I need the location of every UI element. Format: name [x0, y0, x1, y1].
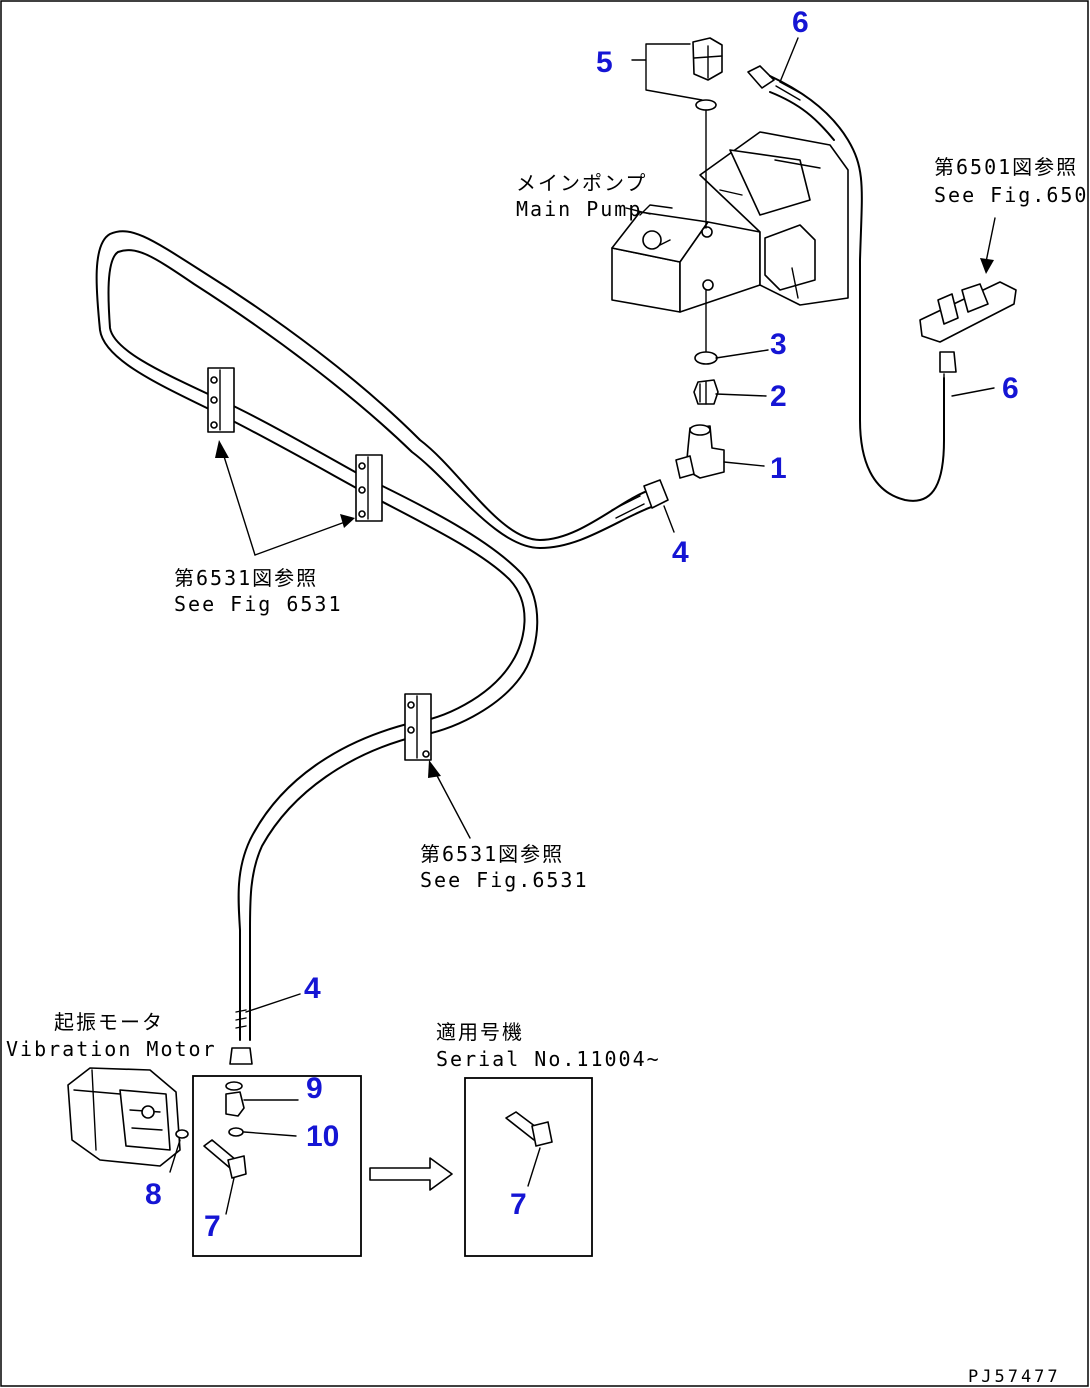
label-see-fig-6501-jp: 第6501図参照 — [934, 155, 1078, 179]
leader-8 — [169, 1139, 181, 1173]
detail-box-before — [192, 1075, 362, 1257]
callout-4-top: 4 — [672, 536, 689, 569]
callout-7-right: 7 — [510, 1188, 527, 1221]
vibration-motor-drawing — [67, 1067, 189, 1167]
leader-5 — [631, 43, 703, 101]
leader-3 — [715, 349, 769, 359]
hose-lower-end — [229, 1009, 253, 1065]
leader-7-left — [225, 1177, 235, 1215]
callout-6-right: 6 — [1002, 372, 1019, 405]
arrow-to-6501 — [985, 217, 996, 263]
part-9-fitting — [225, 1081, 245, 1117]
callout-2: 2 — [770, 380, 787, 413]
label-see-fig-6501-en: See Fig.6501 — [934, 183, 1090, 207]
callout-9: 9 — [306, 1072, 323, 1105]
leader-7-right — [527, 1147, 541, 1187]
callout-1: 1 — [770, 452, 787, 485]
leader-6-top — [779, 37, 799, 83]
part-7-fitting-after — [505, 1111, 553, 1147]
main-pump-drawing — [611, 131, 849, 313]
leader-4-top — [663, 505, 675, 533]
part-1-elbow — [675, 424, 725, 479]
hose-4-route — [95, 230, 669, 1041]
drawing-code: PJ57477 — [968, 1367, 1061, 1387]
leader-10 — [243, 1131, 297, 1137]
arrow-6531-b — [428, 760, 471, 839]
leader-main-pump — [625, 207, 651, 215]
label-see-fig-6531-a-jp: 第6531図参照 — [174, 566, 318, 590]
label-vibration-motor-en: Vibration Motor — [6, 1037, 217, 1061]
leader-6-right — [951, 387, 995, 397]
label-main-pump-jp: メインポンプ — [516, 171, 647, 195]
callout-7-left: 7 — [204, 1210, 221, 1243]
leader-2 — [715, 393, 767, 397]
callout-4-bottom: 4 — [304, 972, 321, 1005]
label-serial-jp: 適用号機 — [436, 1020, 524, 1044]
label-serial-en: Serial No.11004~ — [436, 1047, 661, 1071]
leader-1 — [723, 461, 765, 467]
clamp-lower — [404, 693, 432, 761]
arrows-6531-a — [215, 440, 355, 556]
part-7-fitting-before — [203, 1139, 247, 1179]
leader-4-bottom — [245, 993, 301, 1013]
callout-6-top: 6 — [792, 6, 809, 39]
part-10-o-ring — [228, 1127, 244, 1137]
label-see-fig-6531-b-en: See Fig.6531 — [420, 868, 589, 892]
detail-box-after — [464, 1077, 593, 1257]
arrowhead-6501 — [980, 258, 994, 274]
part-3-o-ring — [694, 351, 718, 365]
part-5-fitting — [692, 37, 723, 353]
label-see-fig-6531-a-en: See Fig 6531 — [174, 592, 343, 616]
part-2-nipple — [693, 379, 719, 405]
transition-arrow — [369, 1157, 453, 1191]
hose-6-top — [747, 65, 945, 502]
connector-6501 — [919, 281, 1017, 381]
clamp-middle — [355, 454, 383, 522]
label-main-pump-en: Main Pump — [516, 197, 642, 221]
callout-10: 10 — [306, 1120, 339, 1153]
label-vibration-motor-jp: 起振モータ — [54, 1010, 164, 1034]
clamp-upper-left — [207, 367, 235, 433]
callout-3: 3 — [770, 328, 787, 361]
label-see-fig-6531-b-jp: 第6531図参照 — [420, 842, 564, 866]
callout-5: 5 — [596, 46, 613, 79]
callout-8: 8 — [145, 1178, 162, 1211]
